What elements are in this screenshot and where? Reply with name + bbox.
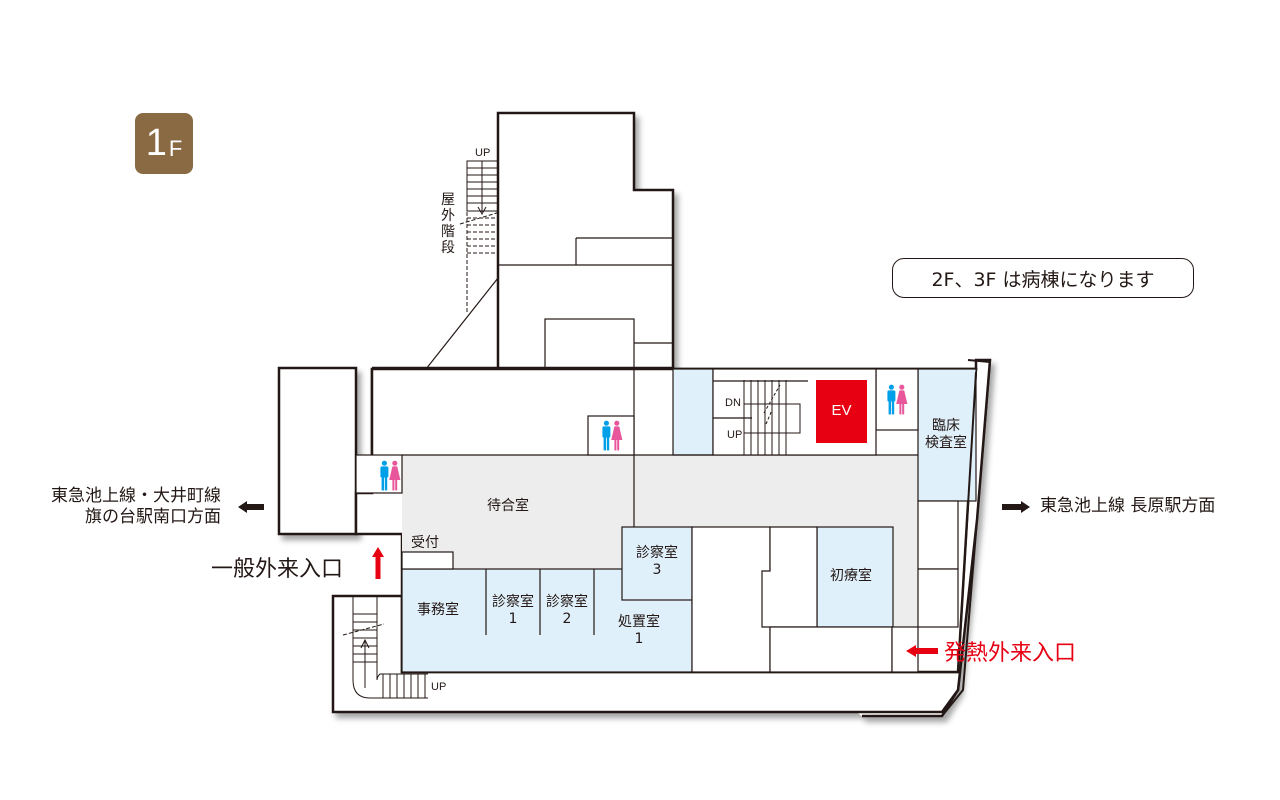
outdoor-stairs-label: 屋 外 階 段 xyxy=(441,192,455,256)
floor-number: 1 xyxy=(145,122,167,164)
room-waiting: 待合室 xyxy=(487,498,529,514)
fever-entrance-label: 発熱外来入口 xyxy=(944,641,1077,666)
floor-suffix: F xyxy=(168,135,183,161)
outdoor-stairs-up-label: UP xyxy=(475,147,491,159)
room-clinical-lab: 臨床検査室 xyxy=(925,418,967,451)
direction-right: 東急池上線 長原駅方面 xyxy=(1040,496,1216,516)
general-entrance-label: 一般外来入口 xyxy=(211,557,344,582)
room-reception: 受付 xyxy=(411,535,439,551)
floor-badge: 1 F xyxy=(135,113,193,174)
notice-box: 2F、3F は病棟になります xyxy=(892,258,1194,298)
room-office: 事務室 xyxy=(417,602,459,618)
sw-stairs-up-label: UP xyxy=(431,681,447,693)
stairs-up-label: UP xyxy=(727,429,743,441)
stairs-dn-label: DN xyxy=(725,397,741,409)
room-first-care: 初療室 xyxy=(830,568,872,584)
elevator-label: EV xyxy=(831,402,852,419)
direction-left: 東急池上線・大井町線旗の台駅南口方面 xyxy=(51,486,221,527)
